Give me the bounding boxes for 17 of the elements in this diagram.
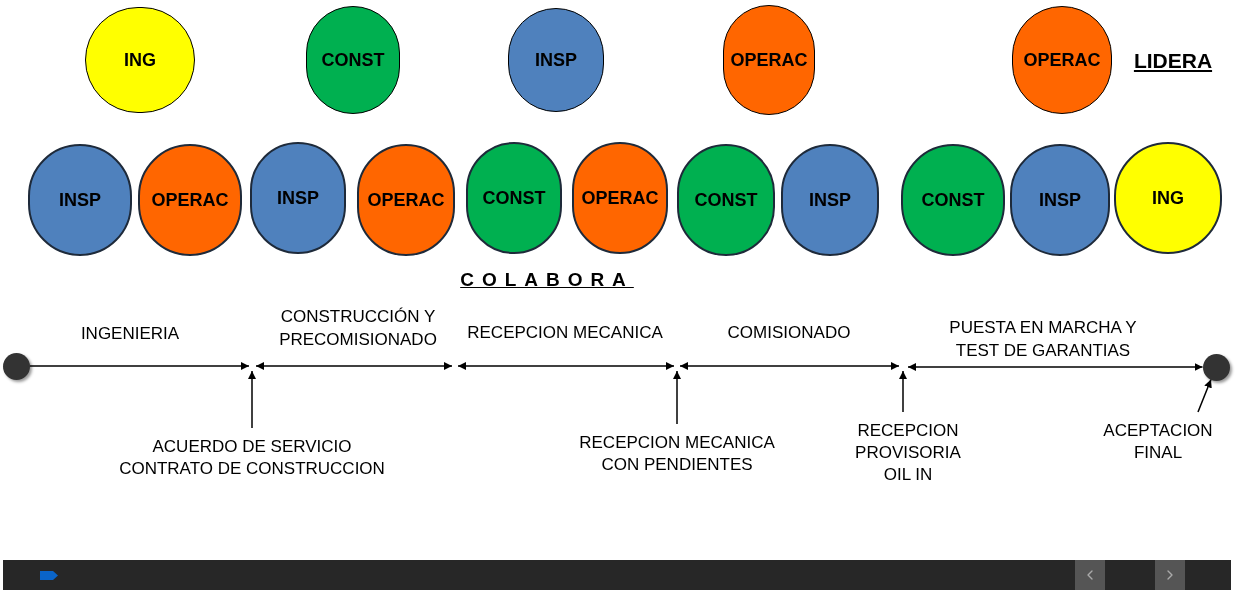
phase-label: PUESTA EN MARCHA Y TEST DE GARANTIAS bbox=[948, 317, 1138, 362]
milestone-text: ACUERDO DE SERVICIO CONTRATO DE CONSTRUCCION bbox=[118, 436, 386, 480]
arrow bbox=[248, 370, 256, 429]
arrow bbox=[907, 363, 1204, 371]
phase-label: CONSTRUCCIÓN Y PRECOMISIONADO bbox=[278, 306, 438, 351]
arrow bbox=[28, 362, 250, 370]
arrow bbox=[899, 370, 907, 413]
role-heading: COLABORA bbox=[460, 268, 634, 292]
phase-label: RECEPCION MECANICA bbox=[467, 322, 663, 344]
role-heading: LIDERA bbox=[1133, 48, 1213, 74]
arrow bbox=[673, 370, 681, 425]
milestone-text: ACEPTACION FINAL bbox=[1102, 420, 1214, 464]
phase-label: INGENIERIA bbox=[80, 323, 180, 345]
phase-label: COMISIONADO bbox=[727, 322, 851, 344]
milestone-text: RECEPCION PROVISORIA OIL IN bbox=[854, 420, 962, 486]
arrow bbox=[1197, 378, 1212, 413]
milestone-text: RECEPCION MECANICA CON PENDIENTES bbox=[578, 432, 776, 476]
